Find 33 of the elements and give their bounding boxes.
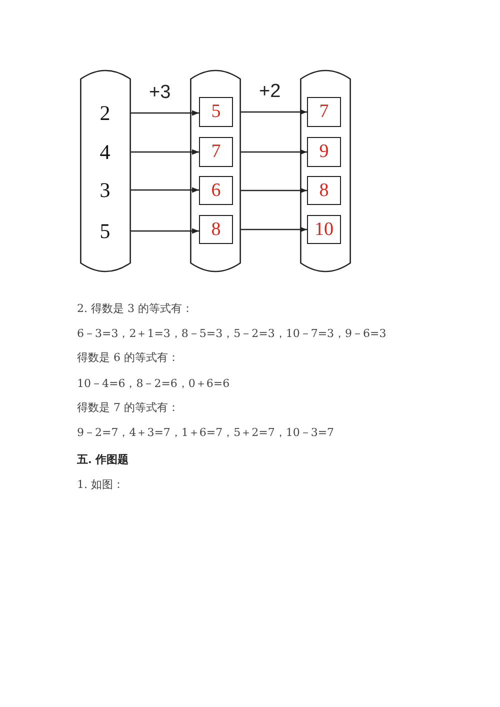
number: 2 <box>90 100 120 126</box>
answer-box: 9 <box>307 137 341 167</box>
column-shape <box>300 70 351 272</box>
answer-box: 10 <box>307 215 341 244</box>
column-shape <box>80 70 131 272</box>
arrow <box>241 226 307 232</box>
answer-box: 7 <box>199 137 233 167</box>
number: 4 <box>90 139 120 165</box>
number: 3 <box>90 177 120 203</box>
arrow <box>131 149 199 155</box>
answer-box: 8 <box>307 176 341 205</box>
text-line: 2. 得数是 3 的等式有： <box>77 301 193 316</box>
text-line: 6－3=3，2＋1=3，8－5=3，5－2=3，10－7=3，9－6=3 <box>77 326 386 341</box>
arrow <box>131 228 199 234</box>
text-line: 得数是 6 的等式有： <box>77 350 179 365</box>
answer-box: 6 <box>199 176 233 205</box>
edge-label: +3 <box>149 82 171 104</box>
arrow <box>241 149 307 155</box>
text-line: 9－2=7，4＋3=7，1＋6=7，5＋2=7，10－3=7 <box>77 425 334 440</box>
arrow <box>241 188 307 194</box>
answer-box: 8 <box>199 215 233 244</box>
text-line: 1. 如图： <box>77 477 124 492</box>
answer-box: 7 <box>307 97 341 127</box>
text-line: 得数是 7 的等式有： <box>77 400 179 415</box>
column-shape <box>190 70 241 272</box>
edge-label: +2 <box>259 81 281 103</box>
arrow <box>241 109 307 115</box>
arrow <box>131 187 199 193</box>
answer-box: 5 <box>199 97 233 127</box>
section-heading: 五. 作图题 <box>77 452 129 467</box>
number: 5 <box>90 218 120 244</box>
arrow <box>131 110 199 116</box>
text-line: 10－4=6，8－2=6，0＋6=6 <box>77 376 230 391</box>
